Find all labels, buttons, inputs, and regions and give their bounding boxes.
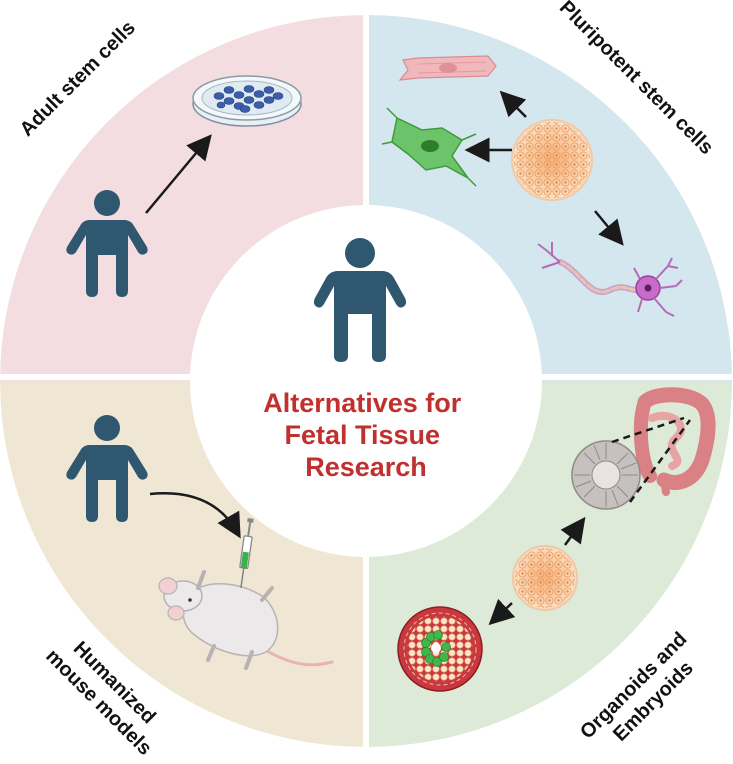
center-title-line-2: Fetal Tissue — [284, 420, 440, 450]
stem-cell-cluster-icon — [511, 119, 593, 201]
center-title-line-3: Research — [305, 452, 427, 482]
fibroblast-icon — [381, 107, 477, 187]
arrow-to-embryoid — [488, 598, 516, 626]
muscle-cell-icon — [398, 55, 497, 81]
person-icon — [66, 415, 148, 522]
syringe-icon — [239, 518, 254, 588]
petri-dish-icon — [192, 75, 302, 127]
organoid-icon — [571, 440, 641, 510]
arrow-to-muscle — [499, 90, 527, 118]
person-icon — [66, 190, 148, 297]
center-circle — [190, 205, 542, 557]
dashed-link-1 — [611, 416, 685, 444]
arrow-person-to-mouse — [149, 492, 241, 539]
mouse-icon — [158, 570, 334, 670]
center-title-line-1: Alternatives for — [263, 388, 462, 418]
arrow-to-organoid — [560, 516, 586, 546]
neuron-icon — [537, 242, 683, 317]
stem-cell-cluster-icon — [512, 545, 578, 611]
person-icon — [313, 238, 407, 362]
dashed-link-2 — [628, 419, 692, 503]
center-title: Alternatives for Fetal Tissue Research — [263, 388, 469, 482]
embryoid-icon — [397, 606, 483, 692]
arrow-adult-to-dish — [145, 134, 212, 214]
arrow-to-neuron — [594, 210, 624, 246]
